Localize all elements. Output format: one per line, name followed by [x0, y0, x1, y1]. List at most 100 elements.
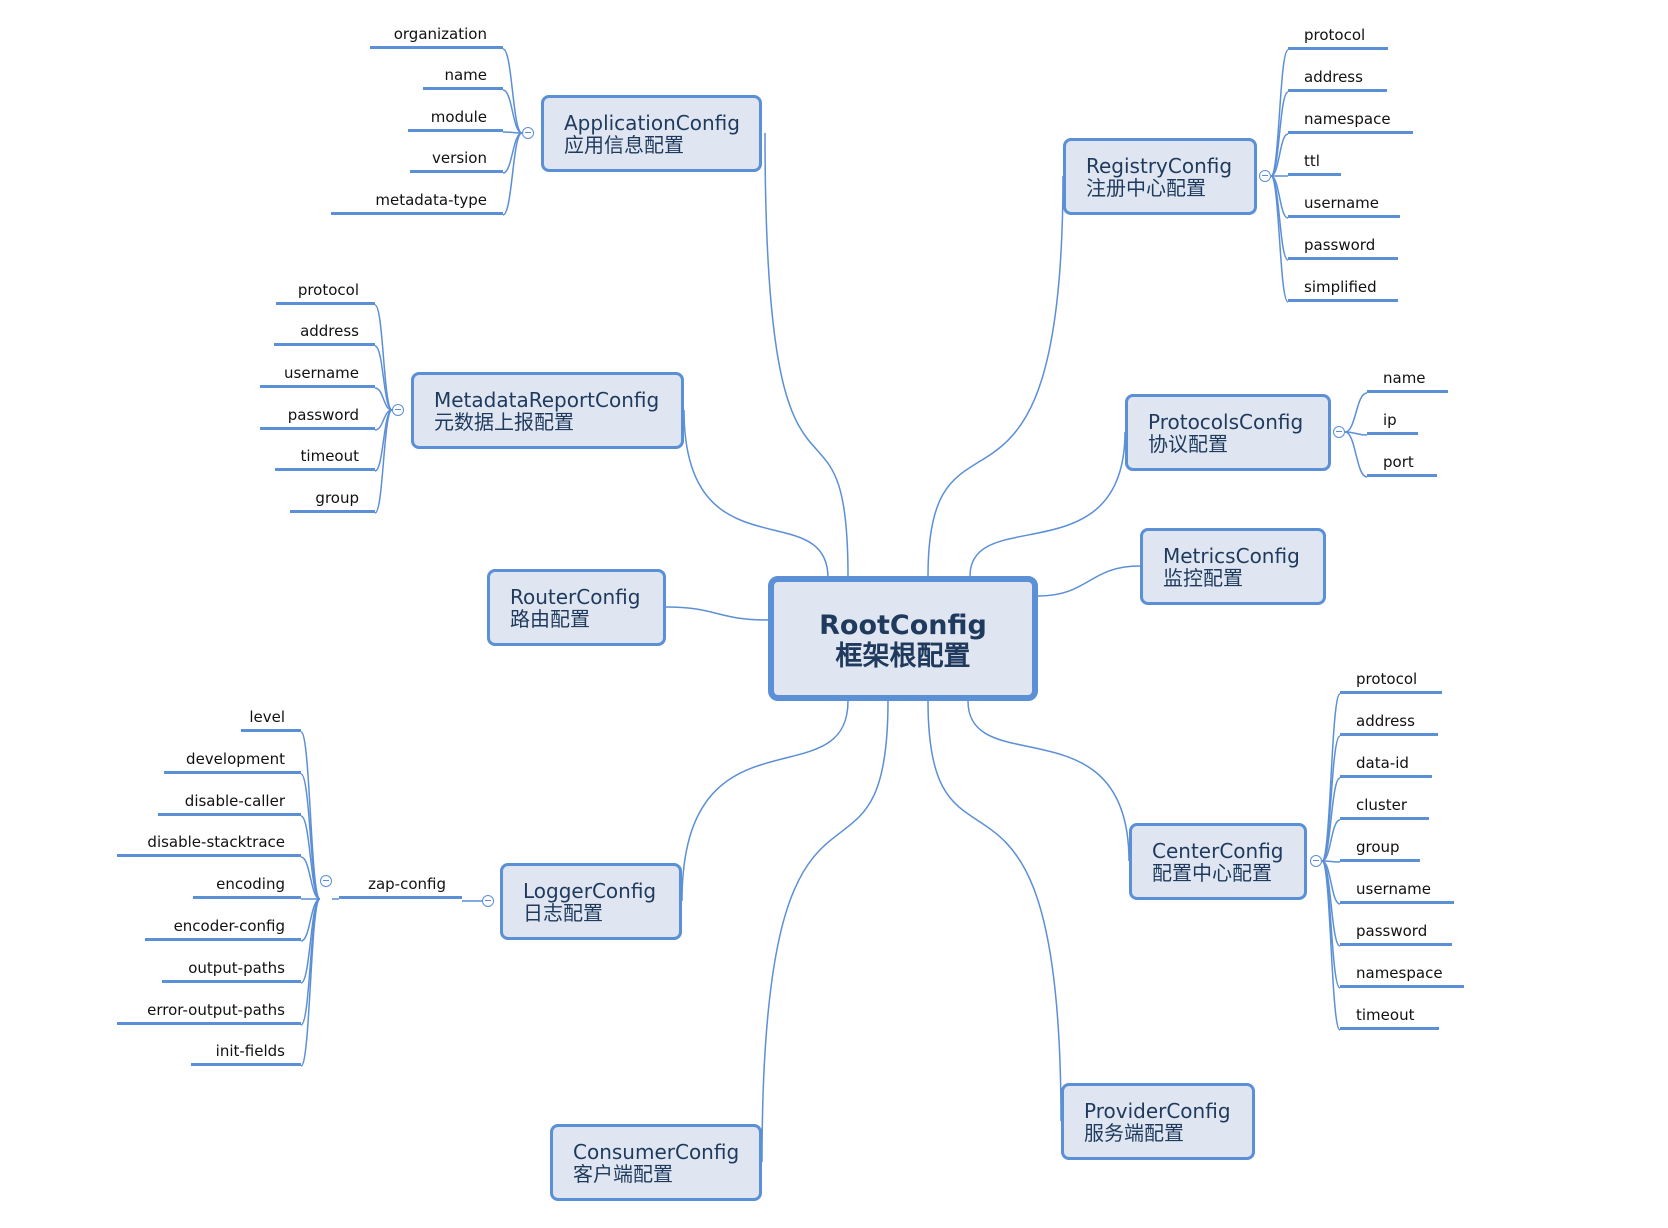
- edge-center-child-8: [1321, 860, 1341, 1031]
- application-config-sublabel: 应用信息配置: [564, 133, 684, 157]
- registry-child[interactable]: username: [1288, 194, 1400, 218]
- edge-root-application: [764, 132, 849, 577]
- center-child[interactable]: cluster: [1340, 796, 1429, 820]
- metrics-config-node[interactable]: MetricsConfig 监控配置: [1140, 528, 1326, 605]
- zap-config-child[interactable]: development: [164, 750, 301, 774]
- consumer-config-label: ConsumerConfig: [573, 1140, 740, 1164]
- zap-config-child[interactable]: encoding: [193, 875, 301, 899]
- center-child[interactable]: protocol: [1340, 670, 1442, 694]
- metrics-config-sublabel: 监控配置: [1163, 566, 1243, 590]
- edge-registry-child-6: [1270, 175, 1289, 303]
- registry-child[interactable]: protocol: [1288, 26, 1388, 50]
- application-child[interactable]: module: [408, 108, 503, 132]
- edge-metadata-child-0: [374, 304, 393, 411]
- edge-root-logger: [681, 700, 849, 902]
- zap-config-child[interactable]: init-fields: [191, 1042, 301, 1066]
- registry-child[interactable]: password: [1288, 236, 1398, 260]
- provider-config-sublabel: 服务端配置: [1084, 1121, 1184, 1145]
- registry-child[interactable]: address: [1288, 68, 1387, 92]
- logger-config-node[interactable]: LoggerConfig 日志配置: [500, 863, 682, 940]
- center-child[interactable]: namespace: [1340, 964, 1464, 988]
- metadata-report-collapse-icon[interactable]: [392, 404, 404, 416]
- protocols-child[interactable]: name: [1367, 369, 1448, 393]
- edge-root-center: [967, 700, 1130, 862]
- registry-collapse-icon[interactable]: [1259, 170, 1271, 182]
- edge-zap-child-1: [300, 773, 321, 900]
- metadata-report-child[interactable]: timeout: [275, 447, 375, 471]
- center-config-sublabel: 配置中心配置: [1152, 861, 1272, 885]
- router-config-sublabel: 路由配置: [510, 607, 590, 631]
- protocols-collapse-icon[interactable]: [1333, 426, 1345, 438]
- center-child[interactable]: data-id: [1340, 754, 1432, 778]
- center-config-node[interactable]: CenterConfig 配置中心配置: [1129, 823, 1307, 900]
- application-collapse-icon[interactable]: [522, 127, 534, 139]
- application-child[interactable]: name: [423, 66, 503, 90]
- consumer-config-sublabel: 客户端配置: [573, 1162, 673, 1186]
- protocols-config-sublabel: 协议配置: [1148, 432, 1228, 456]
- metadata-report-child[interactable]: password: [260, 406, 375, 430]
- logger-config-label: LoggerConfig: [523, 879, 657, 903]
- protocols-child[interactable]: port: [1367, 453, 1437, 477]
- zap-config-child[interactable]: output-paths: [162, 959, 301, 983]
- registry-child[interactable]: simplified: [1288, 278, 1398, 302]
- edge-root-router: [665, 606, 769, 621]
- zap-config-child[interactable]: disable-caller: [158, 792, 301, 816]
- logger-collapse-icon[interactable]: [482, 895, 494, 907]
- root-node-label: RootConfig: [819, 610, 987, 641]
- metadata-report-config-label: MetadataReportConfig: [434, 388, 660, 412]
- edge-application-child-3: [502, 132, 523, 174]
- edge-center-child-2: [1321, 777, 1341, 862]
- edge-registry-child-2: [1270, 133, 1289, 177]
- edge-zap-child-2: [300, 815, 321, 900]
- metadata-report-child[interactable]: protocol: [276, 281, 375, 305]
- application-config-label: ApplicationConfig: [564, 111, 740, 135]
- registry-config-sublabel: 注册中心配置: [1086, 176, 1206, 200]
- metadata-report-child[interactable]: group: [290, 489, 375, 513]
- router-config-node[interactable]: RouterConfig 路由配置: [487, 569, 666, 646]
- edge-zap-child-3: [300, 856, 321, 900]
- center-child[interactable]: password: [1340, 922, 1452, 946]
- zap-config-child[interactable]: encoder-config: [145, 917, 301, 941]
- center-child[interactable]: timeout: [1340, 1006, 1439, 1030]
- edge-center-child-0: [1321, 693, 1341, 862]
- application-child[interactable]: organization: [370, 25, 503, 49]
- zap-config-label[interactable]: zap-config: [339, 875, 462, 899]
- edge-root-registry: [927, 175, 1064, 577]
- edge-application-child-0: [502, 48, 523, 134]
- application-config-node[interactable]: ApplicationConfig 应用信息配置: [541, 95, 762, 172]
- zap-config-child[interactable]: level: [241, 708, 301, 732]
- center-child[interactable]: group: [1340, 838, 1420, 862]
- protocols-config-node[interactable]: ProtocolsConfig 协议配置: [1125, 394, 1331, 471]
- consumer-config-node[interactable]: ConsumerConfig 客户端配置: [550, 1124, 762, 1201]
- edge-center-child-3: [1321, 819, 1341, 862]
- application-child[interactable]: version: [410, 149, 503, 173]
- metadata-report-child[interactable]: username: [260, 364, 375, 388]
- center-child[interactable]: address: [1340, 712, 1438, 736]
- zap-config-child[interactable]: error-output-paths: [117, 1001, 301, 1025]
- registry-child[interactable]: ttl: [1288, 152, 1341, 176]
- registry-child[interactable]: namespace: [1288, 110, 1413, 134]
- edge-metadata-child-5: [374, 409, 393, 514]
- protocols-child[interactable]: ip: [1367, 411, 1418, 435]
- edge-zap-child-8: [300, 898, 321, 1067]
- center-child[interactable]: username: [1340, 880, 1454, 904]
- metrics-config-label: MetricsConfig: [1163, 544, 1300, 568]
- edge-protocols-child-2: [1344, 431, 1368, 478]
- metadata-report-config-node[interactable]: MetadataReportConfig 元数据上报配置: [411, 372, 684, 449]
- zap-config-collapse-icon[interactable]: [320, 875, 332, 887]
- center-collapse-icon[interactable]: [1310, 855, 1322, 867]
- metadata-report-child[interactable]: address: [274, 322, 375, 346]
- edge-root-protocols: [969, 431, 1126, 577]
- registry-config-label: RegistryConfig: [1086, 154, 1233, 178]
- provider-config-node[interactable]: ProviderConfig 服务端配置: [1061, 1083, 1255, 1160]
- edge-zap-child-0: [300, 731, 321, 900]
- edge-protocols-child-0: [1344, 392, 1368, 433]
- zap-config-child[interactable]: disable-stacktrace: [117, 833, 301, 857]
- router-config-label: RouterConfig: [510, 585, 641, 609]
- edge-application-child-4: [502, 132, 523, 216]
- application-child[interactable]: metadata-type: [331, 191, 503, 215]
- root-node[interactable]: RootConfig 框架根配置: [768, 576, 1038, 701]
- registry-config-node[interactable]: RegistryConfig 注册中心配置: [1063, 138, 1257, 215]
